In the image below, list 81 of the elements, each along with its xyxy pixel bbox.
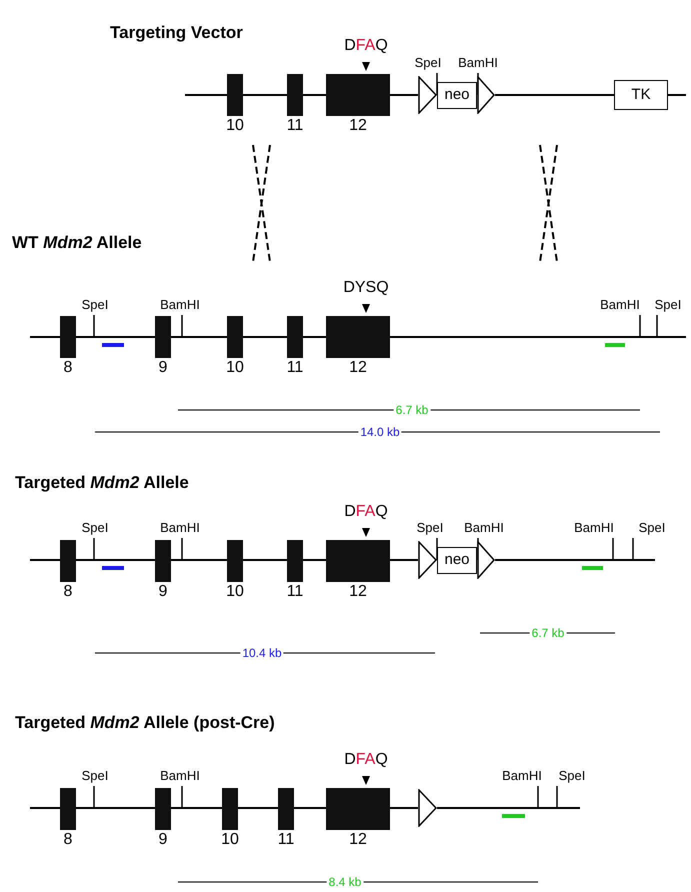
loxp-triangle: [477, 76, 495, 114]
dna-strand-line: [76, 807, 155, 809]
loxp-triangle: [477, 541, 495, 579]
exon-number: 12: [349, 583, 367, 601]
dna-strand-line: [76, 559, 155, 561]
restriction-site-label: SpeI: [82, 768, 108, 783]
restriction-site-label: BamHI: [160, 768, 200, 783]
dna-strand-line: [390, 807, 418, 809]
restriction-site-label: BamHI: [458, 55, 498, 70]
dna-strand-line: [171, 336, 227, 338]
restriction-site-label: SpeI: [416, 520, 444, 535]
exon-number: 10: [226, 117, 244, 135]
exon-number: 9: [158, 359, 168, 377]
exon-number: 11: [286, 583, 304, 601]
section-heading: Targeted Mdm2 Allele: [15, 472, 189, 494]
loxp-triangle: [418, 76, 437, 114]
dna-strand-line: [437, 807, 580, 809]
dna-strand-line: [668, 94, 686, 96]
fragment-size-label: 6.7 kb: [394, 403, 430, 417]
dna-strand-line: [390, 94, 418, 96]
exon-number: 8: [64, 831, 72, 849]
dna-strand-line: [390, 336, 686, 338]
restriction-site-label: SpeI: [82, 520, 108, 535]
exon-number: 8: [64, 359, 72, 377]
section-heading: WT Mdm2 Allele: [12, 232, 142, 254]
dna-strand-line: [243, 94, 287, 96]
dna-strand-line: [303, 94, 326, 96]
dna-strand-line: [303, 336, 326, 338]
restriction-site-label: BamHI: [464, 520, 504, 535]
mutation-label: DFAQ: [344, 751, 388, 769]
mutation-label: DFAQ: [344, 37, 388, 55]
fragment-size-label: 8.4 kb: [326, 875, 364, 889]
exon-number: 10: [221, 831, 239, 849]
dna-strand-line: [30, 336, 60, 338]
loxp-triangle: [418, 541, 437, 579]
mutation-label: DYSQ: [343, 279, 389, 297]
cassette-box: TK: [614, 80, 668, 110]
exon-number: 8: [64, 583, 72, 601]
dna-strand-line: [495, 559, 655, 561]
fragment-size-label: 14.0 kb: [358, 425, 402, 439]
cassette-box: neo: [437, 82, 477, 109]
restriction-site-label: SpeI: [638, 520, 666, 535]
dna-strand-line: [171, 807, 222, 809]
restriction-site-label: SpeI: [414, 55, 442, 70]
dna-strand-line: [303, 559, 326, 561]
exon-number: 9: [158, 583, 168, 601]
exon-number: 11: [286, 117, 304, 135]
cassette-box: neo: [437, 547, 477, 574]
restriction-site-label: BamHI: [502, 768, 542, 783]
restriction-site-label: BamHI: [160, 297, 200, 312]
fragment-size-label: 10.4 kb: [240, 646, 284, 660]
restriction-site-label: BamHI: [600, 297, 640, 312]
exon-number: 9: [158, 831, 168, 849]
exon-number: 11: [278, 831, 294, 849]
dna-strand-line: [30, 559, 60, 561]
exon-number: 12: [349, 359, 367, 377]
restriction-site-label: BamHI: [160, 520, 200, 535]
exon-number: 11: [286, 359, 304, 377]
restriction-site-label: BamHI: [574, 520, 614, 535]
mutation-label: DFAQ: [344, 503, 388, 521]
dna-strand-line: [294, 807, 326, 809]
section-heading: Targeting Vector: [110, 22, 243, 44]
dna-strand-line: [30, 807, 60, 809]
dna-strand-line: [243, 336, 287, 338]
dna-strand-line: [243, 559, 287, 561]
restriction-site-label: SpeI: [558, 768, 586, 783]
dna-strand-line: [238, 807, 278, 809]
dna-strand-line: [76, 336, 155, 338]
restriction-site-label: SpeI: [654, 297, 682, 312]
fragment-size-label: 6.7 kb: [530, 626, 566, 640]
exon-number: 12: [349, 831, 367, 849]
exon-number: 10: [226, 583, 244, 601]
section-heading: Targeted Mdm2 Allele (post-Cre): [15, 712, 275, 734]
dna-strand-line: [185, 94, 227, 96]
dna-strand-line: [171, 559, 227, 561]
dna-strand-line: [390, 559, 418, 561]
dna-strand-line: [495, 94, 614, 96]
restriction-site-label: SpeI: [82, 297, 108, 312]
loxp-triangle: [418, 789, 437, 827]
exon-number: 12: [349, 117, 367, 135]
exon-number: 10: [226, 359, 244, 377]
